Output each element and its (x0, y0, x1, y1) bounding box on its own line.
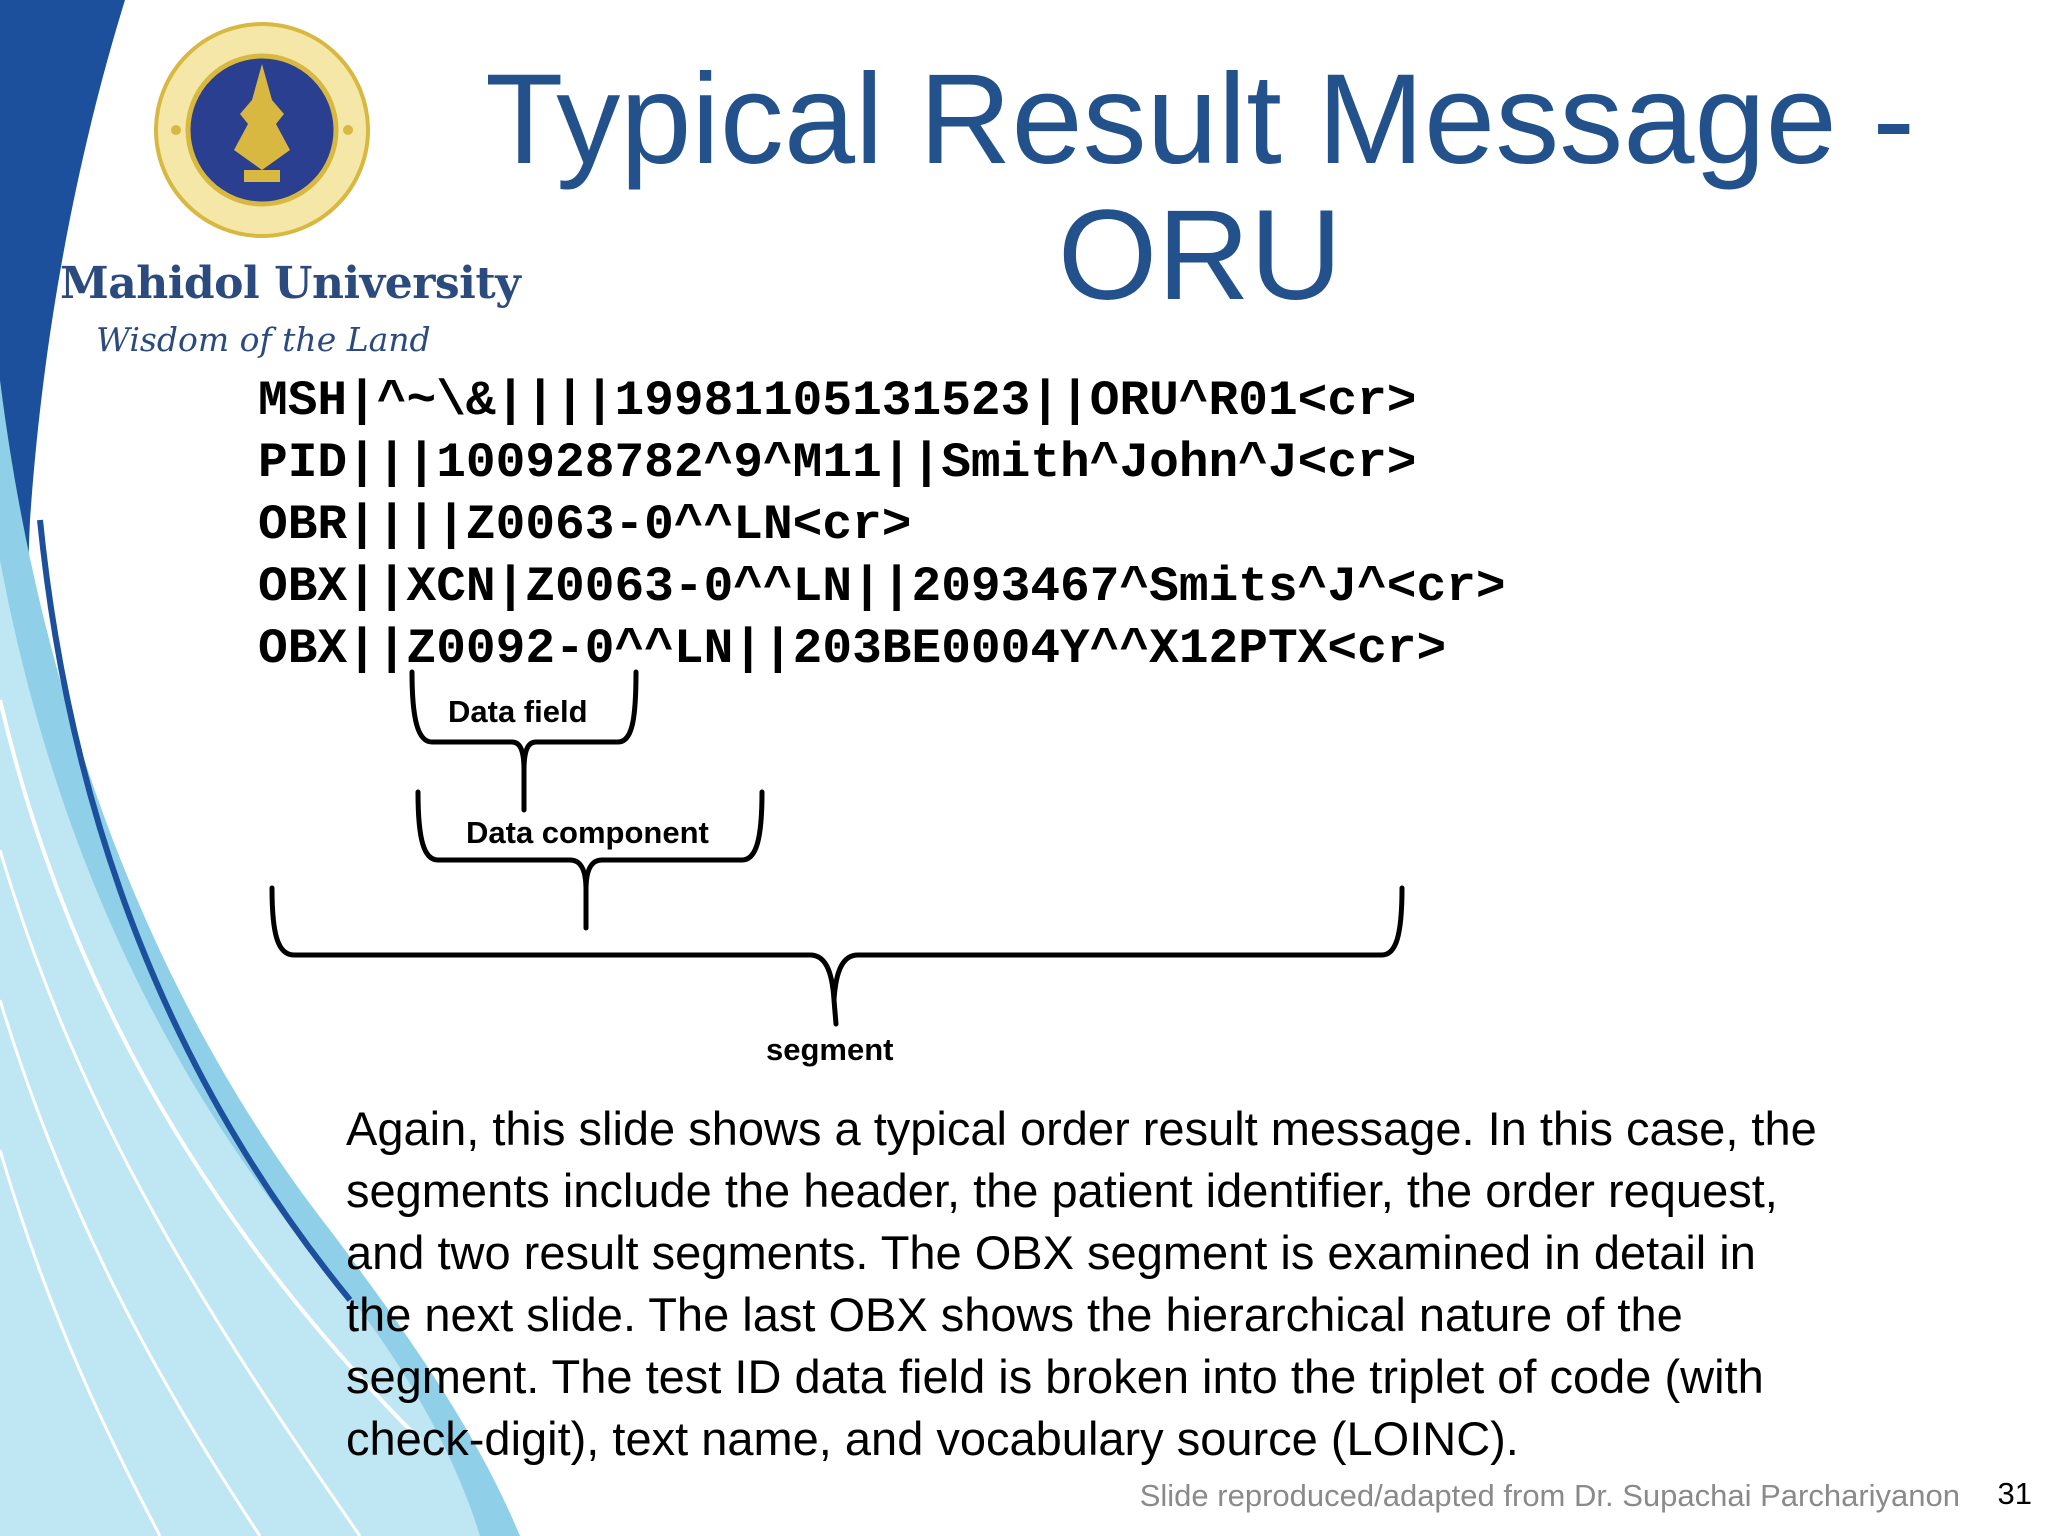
title-line-2: ORU (1057, 184, 1343, 327)
slide-title: Typical Result Message - ORU (470, 52, 1930, 324)
code-line-obx-2: OBX||Z0092-0^^LN||203BE0004Y^^X12PTX<cr> (258, 621, 1447, 677)
code-line-obr: OBR||||Z0063-0^^LN<cr> (258, 497, 912, 553)
body-line-5: segment. The test ID data field is broke… (346, 1350, 1764, 1403)
page-number: 31 (1997, 1476, 2032, 1511)
body-line-4: the next slide. The last OBX shows the h… (346, 1288, 1683, 1341)
university-seal-icon (154, 22, 370, 238)
body-line-2: segments include the header, the patient… (346, 1164, 1778, 1217)
data-component-label: Data component (466, 815, 709, 850)
footer-credit: Slide reproduced/adapted from Dr. Supach… (1139, 1478, 1960, 1513)
data-field-label: Data field (448, 694, 588, 729)
hl7-message-block: MSH|^~\&||||19981105131523||ORU^R01<cr> … (258, 370, 1506, 680)
code-line-msh: MSH|^~\&||||19981105131523||ORU^R01<cr> (258, 373, 1417, 429)
body-line-1: Again, this slide shows a typical order … (346, 1102, 1817, 1155)
body-line-3: and two result segments. The OBX segment… (346, 1226, 1756, 1279)
data-field-brace (409, 669, 639, 813)
segment-brace (269, 885, 1405, 1027)
explanation-paragraph: Again, this slide shows a typical order … (346, 1098, 1986, 1470)
university-name: Mahidol University (60, 258, 521, 309)
title-line-1: Typical Result Message - (485, 48, 1915, 191)
code-line-obx-1: OBX||XCN|Z0063-0^^LN||2093467^Smits^J^<c… (258, 559, 1506, 615)
code-line-pid: PID|||100928782^9^M11||Smith^John^J<cr> (258, 435, 1417, 491)
university-tagline: Wisdom of the Land (96, 320, 431, 359)
data-component-brace (415, 789, 765, 931)
segment-label: segment (766, 1032, 894, 1067)
body-line-6: check-digit), text name, and vocabulary … (346, 1412, 1519, 1465)
